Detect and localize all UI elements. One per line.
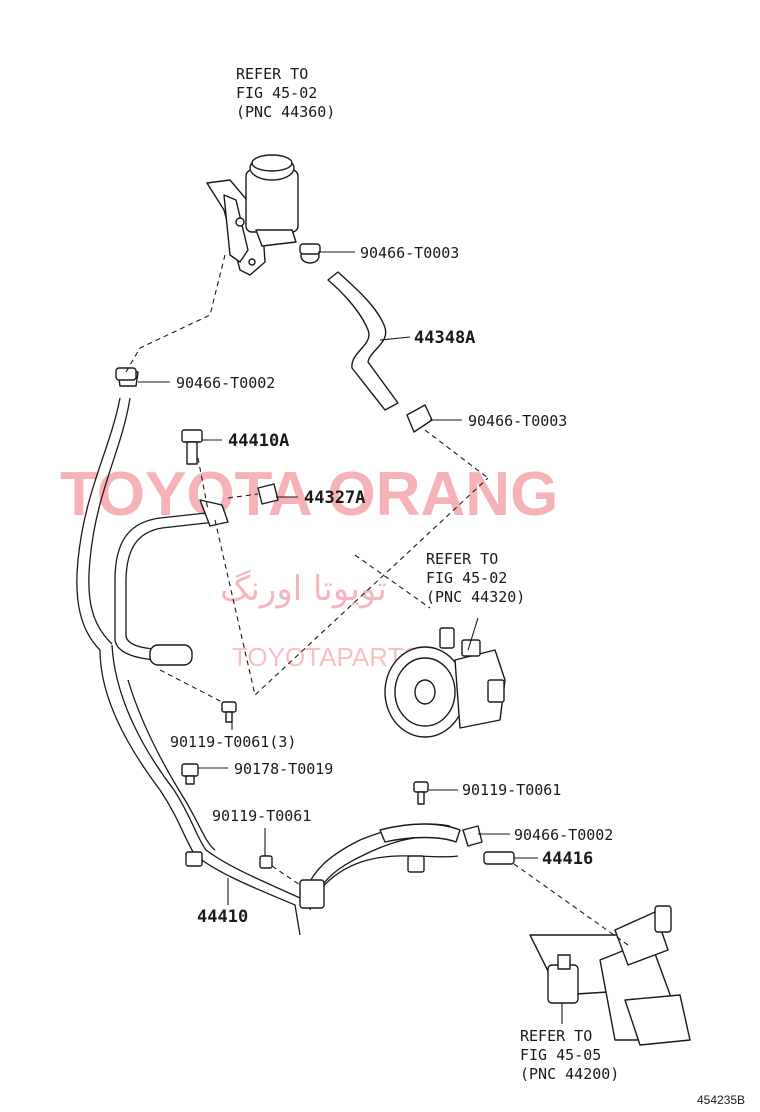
callout-hose-44348a[interactable]: 44348A xyxy=(414,328,475,348)
callout-clamp-lower[interactable]: 90466-T0002 xyxy=(514,826,613,844)
clamp-top-part xyxy=(299,243,321,264)
ref-reservoir-line1: REFER TO xyxy=(236,65,308,83)
callout-clamp-top[interactable]: 90466-T0003 xyxy=(360,244,459,262)
callout-bolt-44410a[interactable]: 44410A xyxy=(228,431,289,451)
union-44416-part xyxy=(483,851,515,865)
ref-pump-line1: REFER TO xyxy=(426,550,498,568)
callout-bolt-right[interactable]: 90119-T0061 xyxy=(462,781,561,799)
callout-clamp-mid[interactable]: 90466-T0003 xyxy=(468,412,567,430)
clamp-mid-part xyxy=(406,404,433,433)
ref-reservoir-line2: FIG 45-02 xyxy=(236,84,317,102)
ref-reservoir-line3: (PNC 44360) xyxy=(236,103,335,121)
callout-union-44416[interactable]: 44416 xyxy=(542,849,593,869)
bolt-44410a-part xyxy=(181,429,203,465)
ref-reservoir: REFER TO FIG 45-02 (PNC 44360) xyxy=(236,65,335,121)
callout-bolt-lower[interactable]: 90119-T0061 xyxy=(212,807,311,825)
callout-tube-44410[interactable]: 44410 xyxy=(197,907,248,927)
pressure-tube-upper-part xyxy=(114,499,229,666)
watermark-main: TOYOTA ORANG xyxy=(60,460,558,529)
watermark-sub: TOYOTAPARTS xyxy=(232,642,421,672)
pressure-tube-main-part xyxy=(99,644,459,936)
callout-clamp-left[interactable]: 90466-T0002 xyxy=(176,374,275,392)
clamp-left-part xyxy=(115,367,137,381)
watermark-farsi: تویوتا اورنگ xyxy=(220,569,387,609)
bolt-right-part xyxy=(413,781,429,805)
callout-bolt-3[interactable]: 90119-T0061(3) xyxy=(170,733,296,751)
ref-pump-line3: (PNC 44320) xyxy=(426,588,525,606)
callout-clip-44327a[interactable]: 44327A xyxy=(304,488,365,508)
ref-gear-line3: (PNC 44200) xyxy=(520,1065,619,1083)
bolt-3-part xyxy=(221,701,237,723)
hose-lower-part xyxy=(379,823,461,843)
figure-id: 454235B xyxy=(697,1093,745,1107)
leader-lines xyxy=(138,251,563,1024)
callout-nut[interactable]: 90178-T0019 xyxy=(234,760,333,778)
ref-pump-line2: FIG 45-02 xyxy=(426,569,507,587)
ref-gear-line1: REFER TO xyxy=(520,1027,592,1045)
reservoir-part xyxy=(206,154,299,276)
pump-part xyxy=(384,627,506,738)
bolt-lower-part xyxy=(259,855,273,869)
clip-44327a-part xyxy=(257,483,279,505)
assembly-lines xyxy=(125,254,629,946)
steering-gear-part xyxy=(529,905,691,1046)
ref-pump: REFER TO FIG 45-02 (PNC 44320) xyxy=(426,550,525,606)
clamp-lower-part xyxy=(462,825,483,847)
ref-gear: REFER TO FIG 45-05 (PNC 44200) xyxy=(520,1027,619,1083)
hose-44348a-part xyxy=(327,271,399,411)
nut-part xyxy=(181,763,199,785)
ref-gear-line2: FIG 45-05 xyxy=(520,1046,601,1064)
